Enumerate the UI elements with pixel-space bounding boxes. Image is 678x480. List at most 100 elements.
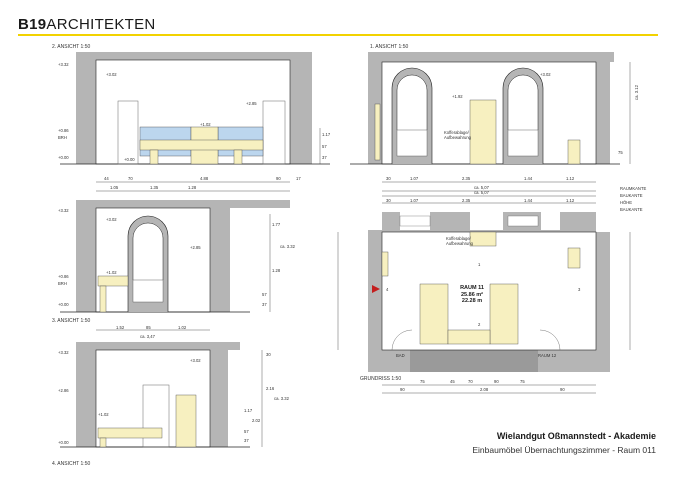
door-label-bath: BAD <box>396 353 405 358</box>
level-label: +3.32 <box>58 208 69 213</box>
level-label: +3.32 <box>58 350 69 355</box>
level-label: +2.85 <box>190 245 201 250</box>
dim-label: 70 <box>468 379 473 384</box>
rail-label: BAUKANTE <box>620 207 643 212</box>
dim-label: 85 <box>146 325 151 330</box>
dim-label: 2.16 <box>266 386 275 391</box>
room-perimeter: 22.28 m <box>461 298 483 304</box>
room-tag: RAUM 11 25.86 m² 22.28 m <box>452 285 492 305</box>
dim-label: 2.08 <box>480 387 489 392</box>
level-label: +3.02 <box>540 72 551 77</box>
title-block: Wielandgut Oßmannstedt - Akademie Einbau… <box>472 431 656 455</box>
fixture-height: +1.02 <box>106 270 117 275</box>
fixture-height: +1.92 <box>452 94 463 99</box>
dim-label: 2.35 <box>462 198 471 203</box>
annotation: Kofferablage/ Aufbewahrung <box>444 130 472 140</box>
annotation: Kofferablage/ Aufbewahrung <box>446 236 474 246</box>
dim-label: 2.02 <box>252 418 261 423</box>
dim-label: 4.88 <box>200 176 209 181</box>
dim-label: ca. 3.32 <box>274 396 289 401</box>
dim-label: 45 <box>450 379 455 384</box>
dim-label: 30 <box>266 352 271 357</box>
header-rule <box>18 34 658 36</box>
dim-label: 37 <box>262 302 267 307</box>
dim-label: 90 <box>494 379 499 384</box>
room-area: 25.86 m² <box>460 291 483 298</box>
level-label: +0.86 <box>58 128 69 133</box>
dim-label: 1.52 <box>116 325 125 330</box>
dim-label: 57 <box>262 292 267 297</box>
level-label: +0.00 <box>58 155 69 160</box>
dim-overall: ca. 5,07 <box>474 185 489 190</box>
dim-label: 57 <box>244 429 249 434</box>
dim-label: 1.77 <box>272 222 281 227</box>
elevation-2 <box>60 52 330 192</box>
view-1-title: 1. ANSICHT 1:50 <box>370 44 409 50</box>
view-4-title: 4. ANSICHT 1:50 <box>52 461 91 467</box>
dim-label: 1.28 <box>272 268 281 273</box>
dim-label: 70 <box>128 176 133 181</box>
dim-label: 1.12 <box>566 176 575 181</box>
project-title: Wielandgut Oßmannstedt - Akademie <box>496 431 656 441</box>
dim-label: 1.02 <box>178 325 187 330</box>
elevation-3 <box>60 200 290 331</box>
dim-label: 75 <box>520 379 525 384</box>
dim-label: 1.17 <box>322 132 331 137</box>
dim-label: 1.44 <box>524 176 533 181</box>
dim-overall: ca. 5,07 <box>474 190 489 195</box>
view-3-title: 3. ANSICHT 1:50 <box>52 318 91 324</box>
rail-label: BAUKANTE <box>620 193 643 198</box>
level-label: +0.00 <box>124 157 135 162</box>
dim-label: 1.12 <box>566 198 575 203</box>
section-marker-1: 1 <box>478 262 481 267</box>
dim-label: 75 <box>618 150 623 155</box>
view-2-title: 2. ANSICHT 1:50 <box>52 44 91 50</box>
level-label: +3.02 <box>190 358 201 363</box>
level-label: +3.02 <box>106 72 117 77</box>
dim-label: 90 <box>560 387 565 392</box>
level-label: +0.00 <box>58 440 69 445</box>
level-label: +3.02 <box>106 217 117 222</box>
sheet-subtitle: Einbaumöbel Übernachtungszimmer - Raum 0… <box>472 445 656 455</box>
door-label-room12: RAUM 12 <box>538 353 557 358</box>
elevation-1 <box>350 52 631 192</box>
fixture-height: +1.02 <box>98 412 109 417</box>
dim-label: 44 <box>104 176 109 181</box>
dim-label: 1.07 <box>410 176 419 181</box>
logo-bold-text: B19 <box>18 16 47 33</box>
dim-label: 30 <box>386 176 391 181</box>
dim-label: 1.07 <box>410 198 419 203</box>
section-marker-2: 2 <box>478 322 481 327</box>
dim-label: 57 <box>322 144 327 149</box>
rail-label: HÖHE <box>620 200 633 205</box>
dim-label: 2.35 <box>462 176 471 181</box>
dim-label: ca. 3.32 <box>280 244 295 249</box>
dim-label: 75 <box>420 379 425 384</box>
room-name: RAUM 11 <box>460 285 484 291</box>
level-label: +2.85 <box>246 101 257 106</box>
dim-label: 90 <box>276 176 281 181</box>
dim-label: 1.44 <box>524 198 533 203</box>
firm-logo: B19ARCHITEKTEN <box>18 16 156 33</box>
dim-label: 37 <box>322 155 327 160</box>
section-marker-4: 4 <box>386 287 389 292</box>
level-label: BRH <box>58 281 67 286</box>
level-label: BRH <box>58 135 67 140</box>
section-marker-3: 3 <box>578 287 581 292</box>
level-label: +0.86 <box>58 274 69 279</box>
dim-label: 17 <box>296 176 301 181</box>
level-label: +3.32 <box>58 62 69 67</box>
level-label: +2.86 <box>58 388 69 393</box>
elevation-4 <box>60 342 263 448</box>
dim-label: 90 <box>400 387 405 392</box>
fixture-height: +1.02 <box>200 122 211 127</box>
dim-overall: ca. 3,47 <box>140 334 155 339</box>
floor-plan <box>337 195 631 394</box>
logo-text: ARCHITEKTEN <box>46 16 156 33</box>
dim-label: 37 <box>244 438 249 443</box>
dim-label: 1.35 <box>150 185 159 190</box>
rail-label: RAUMKANTE <box>620 186 647 191</box>
dim-label: 1.28 <box>188 185 197 190</box>
dim-label: 30 <box>386 198 391 203</box>
